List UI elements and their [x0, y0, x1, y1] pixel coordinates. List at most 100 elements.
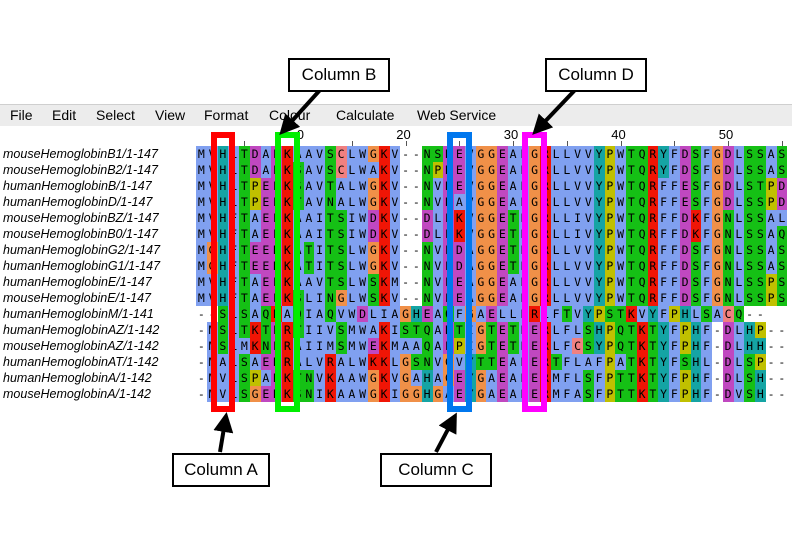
residue-cell[interactable]: I [314, 258, 325, 274]
residue-cell[interactable]: S [744, 274, 755, 290]
residue-cell[interactable]: S [325, 162, 336, 178]
residue-cell[interactable]: A [432, 322, 444, 338]
residue-cell[interactable]: T [507, 258, 519, 274]
residue-cell[interactable]: M [325, 338, 336, 354]
residue-cell[interactable]: A [389, 306, 401, 322]
residue-cell[interactable]: H [593, 322, 605, 338]
residue-cell[interactable]: V [583, 258, 594, 274]
residue-cell[interactable]: T [626, 194, 637, 210]
residue-cell[interactable]: V [389, 226, 401, 242]
residue-cell[interactable]: S [755, 146, 766, 162]
menu-view[interactable]: View [155, 107, 186, 123]
residue-cell[interactable]: R [647, 210, 659, 226]
residue-cell[interactable]: G [712, 290, 723, 306]
residue-cell[interactable]: V [389, 242, 401, 258]
residue-cell[interactable]: Q [636, 290, 648, 306]
residue-cell[interactable]: D [776, 194, 788, 210]
residue-cell[interactable]: H [690, 386, 702, 402]
residue-cell[interactable]: H [217, 242, 229, 258]
residue-cell[interactable]: M [196, 274, 207, 290]
residue-cell[interactable]: T [615, 370, 626, 386]
residue-cell[interactable]: C [335, 146, 347, 162]
residue-cell[interactable]: G [529, 226, 540, 242]
residue-cell[interactable]: K [282, 242, 293, 258]
residue-cell[interactable]: E [529, 386, 540, 402]
residue-cell[interactable]: G [475, 290, 487, 306]
residue-cell[interactable]: D [249, 146, 261, 162]
residue-cell[interactable]: N [722, 290, 734, 306]
residue-cell[interactable]: T [626, 226, 637, 242]
residue-cell[interactable]: S [368, 290, 379, 306]
residue-cell[interactable]: K [454, 226, 465, 242]
residue-cell[interactable]: V [432, 274, 444, 290]
residue-cell[interactable]: A [411, 370, 422, 386]
sequence-name[interactable]: humanHemoglobinAZ/1-142 [3, 323, 160, 337]
residue-cell[interactable]: I [346, 210, 358, 226]
residue-cell[interactable]: E [260, 242, 272, 258]
residue-cell[interactable]: K [282, 258, 293, 274]
residue-cell[interactable]: A [303, 226, 315, 242]
residue-cell[interactable]: P [249, 194, 261, 210]
residue-cell[interactable]: - [746, 307, 754, 321]
residue-cell[interactable]: T [239, 178, 250, 194]
residue-cell[interactable]: W [357, 162, 368, 178]
residue-cell[interactable]: Y [583, 306, 594, 322]
residue-cell[interactable]: E [260, 226, 272, 242]
sequence-name[interactable]: humanHemoglobinB/1-147 [3, 179, 152, 193]
residue-cell[interactable]: C [572, 338, 583, 354]
residue-cell[interactable]: T [239, 290, 250, 306]
residue-cell[interactable]: L [303, 290, 315, 306]
residue-cell[interactable]: P [604, 258, 616, 274]
residue-cell[interactable]: V [389, 258, 401, 274]
residue-cell[interactable]: Y [593, 178, 605, 194]
residue-cell[interactable]: A [335, 194, 347, 210]
residue-cell[interactable]: A [260, 162, 272, 178]
residue-cell[interactable]: I [303, 322, 315, 338]
residue-cell[interactable]: A [249, 274, 261, 290]
residue-cell[interactable]: T [507, 338, 519, 354]
menu-calculate[interactable]: Calculate [336, 107, 395, 123]
residue-cell[interactable]: G [475, 146, 487, 162]
residue-cell[interactable]: T [239, 162, 250, 178]
residue-cell[interactable]: S [744, 258, 755, 274]
residue-cell[interactable]: T [626, 386, 637, 402]
residue-cell[interactable]: H [217, 274, 229, 290]
residue-cell[interactable]: D [722, 322, 734, 338]
residue-cell[interactable]: L [550, 290, 562, 306]
residue-cell[interactable]: - [412, 195, 420, 209]
residue-cell[interactable]: L [346, 162, 358, 178]
residue-cell[interactable]: R [282, 322, 293, 338]
residue-cell[interactable]: L [346, 290, 358, 306]
residue-cell[interactable]: T [647, 322, 659, 338]
residue-cell[interactable]: G [712, 146, 723, 162]
residue-cell[interactable]: I [346, 226, 358, 242]
residue-cell[interactable]: K [378, 354, 390, 370]
residue-cell[interactable]: M [346, 322, 358, 338]
residue-cell[interactable]: K [249, 322, 261, 338]
residue-cell[interactable]: L [550, 146, 562, 162]
residue-cell[interactable]: Y [593, 146, 605, 162]
residue-cell[interactable]: - [412, 211, 420, 225]
residue-cell[interactable]: F [701, 178, 712, 194]
residue-cell[interactable]: E [529, 322, 540, 338]
residue-cell[interactable]: T [475, 354, 487, 370]
residue-cell[interactable]: K [378, 274, 390, 290]
residue-cell[interactable]: S [755, 242, 766, 258]
residue-cell[interactable]: G [400, 354, 411, 370]
residue-cell[interactable]: L [497, 306, 508, 322]
residue-cell[interactable]: - [778, 323, 786, 337]
residue-cell[interactable]: Y [658, 354, 669, 370]
residue-cell[interactable]: S [755, 162, 766, 178]
residue-cell[interactable]: P [604, 274, 616, 290]
residue-cell[interactable]: W [615, 258, 626, 274]
residue-cell[interactable]: P [679, 386, 691, 402]
residue-cell[interactable]: F [658, 274, 669, 290]
residue-cell[interactable]: G [486, 210, 497, 226]
residue-cell[interactable]: A [303, 178, 315, 194]
residue-cell[interactable]: S [744, 146, 755, 162]
residue-cell[interactable]: E [454, 370, 465, 386]
residue-cell[interactable]: A [346, 386, 358, 402]
sequence-name[interactable]: mouseHemoglobinAZ/1-142 [3, 339, 159, 353]
residue-cell[interactable]: A [507, 146, 519, 162]
residue-cell[interactable]: - [402, 275, 410, 289]
